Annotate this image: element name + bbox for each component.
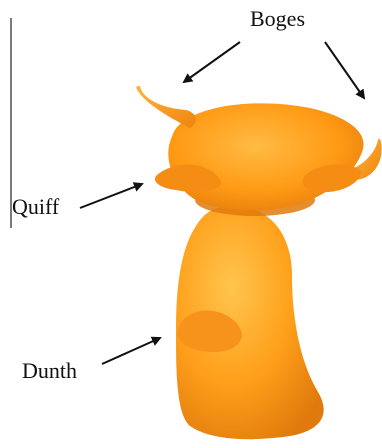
boges-arrow-right [325,42,364,98]
label-quiff: Quiff [12,194,60,219]
label-boges: Boges [250,6,305,31]
quiff-arrow [80,184,142,208]
dunth-arrow [102,338,160,364]
label-dunth: Dunth [22,358,77,383]
head-cap [168,103,363,210]
boges-arrow-left [184,42,240,82]
left-boge-horn [136,86,196,128]
